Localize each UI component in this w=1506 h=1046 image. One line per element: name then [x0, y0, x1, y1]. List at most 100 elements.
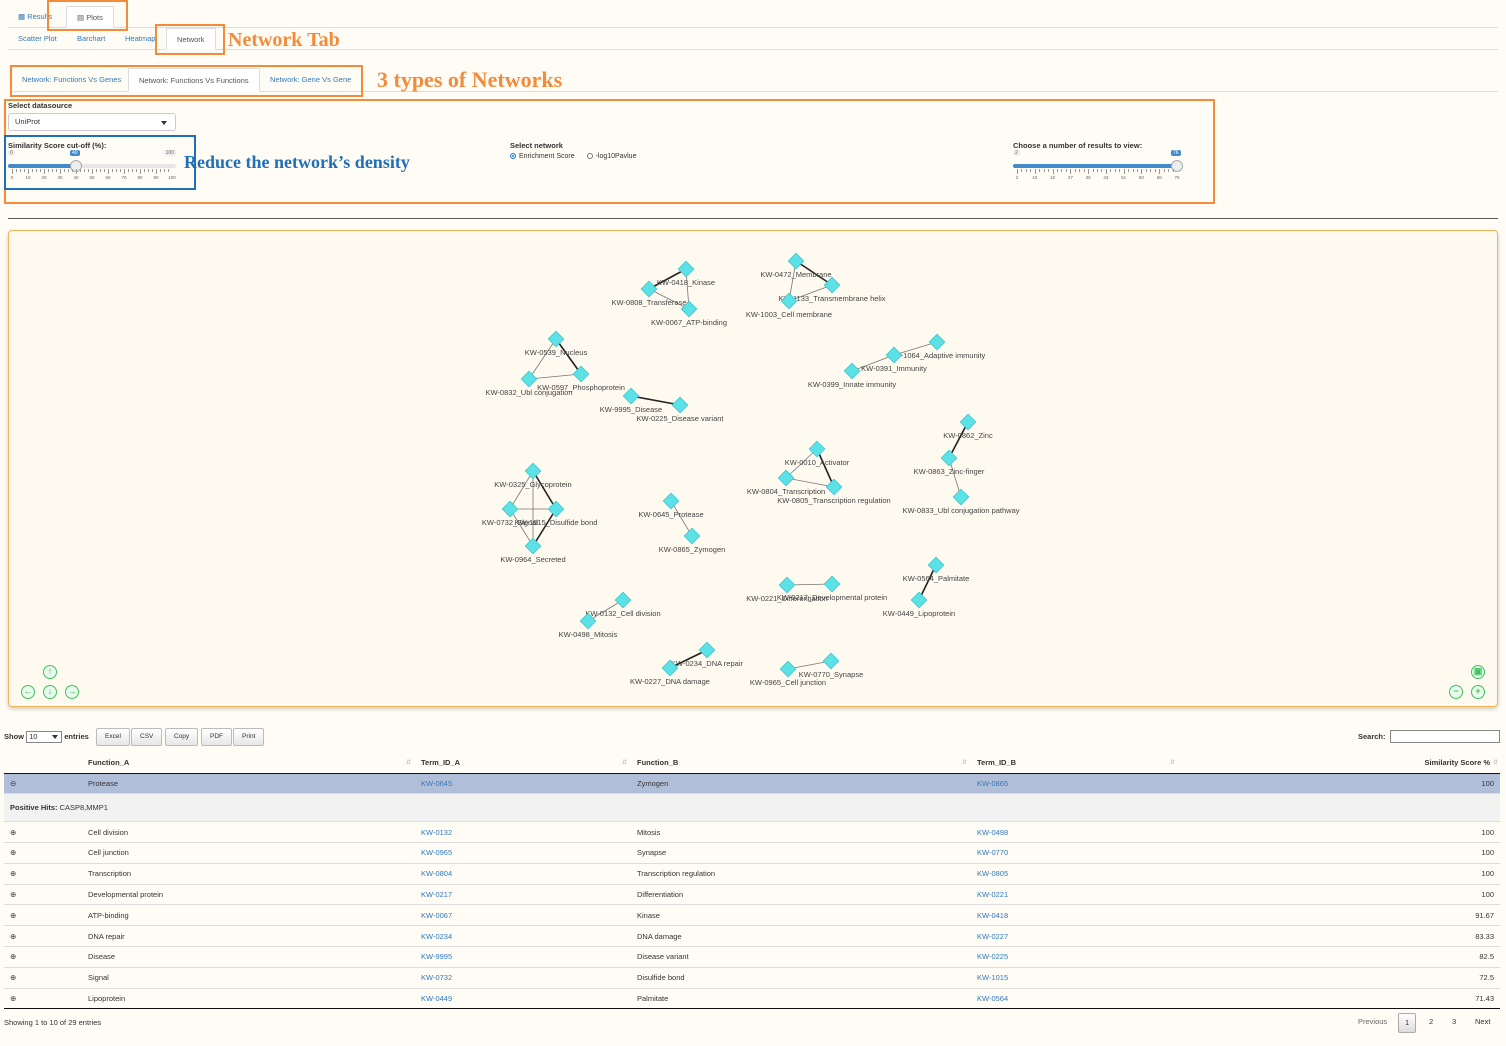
tab-network[interactable]: Network	[166, 28, 216, 50]
expand-toggle[interactable]: ⊕	[4, 966, 82, 989]
node-marker[interactable]	[547, 330, 565, 348]
page-3-button[interactable]: 3	[1452, 1017, 1457, 1026]
node-marker[interactable]	[822, 652, 840, 670]
node-marker[interactable]	[547, 500, 565, 518]
cell-term-id-a-link[interactable]: KW-0645	[415, 772, 631, 794]
network-node[interactable]: KW-1133_Transmembrane helix	[779, 276, 886, 303]
zoom-out-icon[interactable]: −	[1449, 685, 1463, 699]
node-marker[interactable]	[808, 440, 826, 458]
network-edge[interactable]	[787, 660, 832, 670]
tab-plots[interactable]: ▤ Plots	[66, 6, 114, 28]
column-header-similarity-score[interactable]: Similarity Score %⇵	[1179, 752, 1500, 774]
network-edge[interactable]	[509, 470, 534, 510]
copy-button[interactable]: Copy	[165, 728, 199, 746]
network-node[interactable]: KW-0770_Synapse	[799, 652, 864, 679]
network-edge[interactable]	[816, 448, 835, 488]
length-select[interactable]: 10	[26, 731, 63, 743]
expand-toggle[interactable]: ⊕	[4, 904, 82, 926]
node-marker[interactable]	[524, 537, 542, 555]
pan-right-icon[interactable]: →	[65, 685, 79, 699]
node-marker[interactable]	[671, 396, 689, 414]
expand-icon[interactable]: ⊕	[10, 994, 17, 1004]
network-edge[interactable]	[669, 649, 708, 669]
page-1-button[interactable]: 1	[1398, 1013, 1417, 1033]
table-row[interactable]: ⊕ DNA repair KW-0234 DNA damage KW-0227 …	[4, 925, 1500, 947]
expand-icon[interactable]: ⊕	[10, 952, 17, 962]
network-node[interactable]: KW-0067_ATP-binding	[651, 300, 727, 327]
network-edge[interactable]	[648, 268, 687, 290]
node-marker[interactable]	[579, 612, 597, 630]
network-edge[interactable]	[893, 341, 938, 356]
node-marker[interactable]	[823, 575, 841, 593]
table-row[interactable]: ⊕ Disease KW-9995 Disease variant KW-022…	[4, 946, 1500, 968]
network-node[interactable]: KW-0804_Transcription	[747, 469, 825, 496]
network-canvas[interactable]: KW-0418_KinaseKW-0808_TransferaseKW-0067…	[9, 231, 1498, 707]
network-node[interactable]: KW-0010_Activator	[785, 440, 850, 467]
network-node[interactable]: KW-0391_Immunity	[861, 346, 927, 373]
cell-term-id-a-link[interactable]: KW-0449	[415, 987, 631, 1010]
network-edge[interactable]	[851, 354, 895, 372]
pan-down-icon[interactable]: ↓	[43, 685, 57, 699]
node-marker[interactable]	[698, 641, 716, 659]
network-node[interactable]: KW-0863_Zinc-finger	[914, 449, 985, 476]
column-header-function-a[interactable]: Function_A⇵	[82, 752, 415, 774]
fit-icon[interactable]: ▣	[1471, 665, 1485, 679]
column-header-term-id-b[interactable]: Term_ID_B⇵	[971, 752, 1179, 774]
collapse-icon[interactable]: ⊖	[10, 778, 17, 788]
excel-button[interactable]: Excel	[96, 728, 130, 746]
table-row[interactable]: ⊕ Cell junction KW-0965 Synapse KW-0770 …	[4, 842, 1500, 864]
tab-functions-vs-genes[interactable]: Network: Functions Vs Genes	[22, 75, 122, 84]
network-node[interactable]: KW-0399_Innate immunity	[808, 362, 896, 389]
network-node[interactable]: KW-0449_Lipoprotein	[883, 591, 955, 618]
node-marker[interactable]	[622, 387, 640, 405]
node-marker[interactable]	[572, 365, 590, 383]
node-marker[interactable]	[825, 478, 843, 496]
network-node[interactable]: KW-1015_Disulfide bond	[515, 500, 598, 527]
node-marker[interactable]	[501, 500, 519, 518]
network-node[interactable]: KW-9995_Disease	[600, 387, 662, 414]
network-edge[interactable]	[785, 448, 818, 479]
node-marker[interactable]	[680, 300, 698, 318]
expand-icon[interactable]: ⊕	[10, 910, 17, 920]
cell-term-id-a-link[interactable]: KW-0132	[415, 821, 631, 843]
node-marker[interactable]	[910, 591, 928, 609]
node-marker[interactable]	[787, 252, 805, 270]
table-row[interactable]: ⊕ Cell division KW-0132 Mitosis KW-0498 …	[4, 821, 1500, 843]
expand-icon[interactable]: ⊕	[10, 973, 17, 983]
network-node[interactable]: KW-0325_Glycoprotein	[494, 462, 572, 489]
expand-toggle[interactable]: ⊕	[4, 862, 82, 885]
network-edge[interactable]	[648, 288, 690, 310]
network-node[interactable]: KW-0564_Palmitate	[903, 556, 970, 583]
pan-left-icon[interactable]: ←	[21, 685, 35, 699]
network-node[interactable]: KW-1064_Adaptive immunity	[889, 333, 986, 360]
network-edge[interactable]	[532, 508, 557, 547]
expand-toggle[interactable]: ⊕	[4, 842, 82, 864]
expand-toggle[interactable]: ⊕	[4, 821, 82, 843]
radio-enrichment-score[interactable]: Enrichment Score	[510, 153, 575, 160]
node-marker[interactable]	[683, 527, 701, 545]
expand-icon[interactable]: ⊕	[10, 869, 17, 879]
tab-heatmap[interactable]: Heatmap	[125, 34, 156, 43]
column-header-term-id-a[interactable]: Term_ID_A⇵	[415, 752, 631, 774]
cell-term-id-b-link[interactable]: KW-0221	[971, 883, 1179, 905]
page-2-button[interactable]: 2	[1429, 1017, 1434, 1026]
cell-term-id-a-link[interactable]: KW-0234	[415, 925, 631, 947]
network-node[interactable]: KW-0597_Phosphoprotein	[537, 365, 625, 392]
network-node[interactable]: KW-0965_Cell junction	[750, 660, 826, 687]
cell-term-id-b-link[interactable]: KW-0418	[971, 904, 1179, 926]
tab-functions-vs-functions[interactable]: Network: Functions Vs Functions	[128, 68, 260, 92]
cell-term-id-a-link[interactable]: KW-9995	[415, 946, 631, 968]
network-edge[interactable]	[948, 457, 962, 498]
network-node[interactable]: KW-0132_Cell division	[585, 591, 661, 618]
node-marker[interactable]	[823, 276, 841, 294]
cell-term-id-b-link[interactable]: KW-0865	[971, 772, 1179, 794]
cell-term-id-a-link[interactable]: KW-0965	[415, 842, 631, 864]
search-input[interactable]	[1390, 730, 1500, 743]
node-marker[interactable]	[928, 333, 946, 351]
node-marker[interactable]	[959, 413, 977, 431]
node-marker[interactable]	[640, 280, 658, 298]
network-node[interactable]: KW-0832_Ubl conjugation	[485, 370, 573, 397]
network-edge[interactable]	[555, 338, 582, 375]
node-marker[interactable]	[662, 492, 680, 510]
